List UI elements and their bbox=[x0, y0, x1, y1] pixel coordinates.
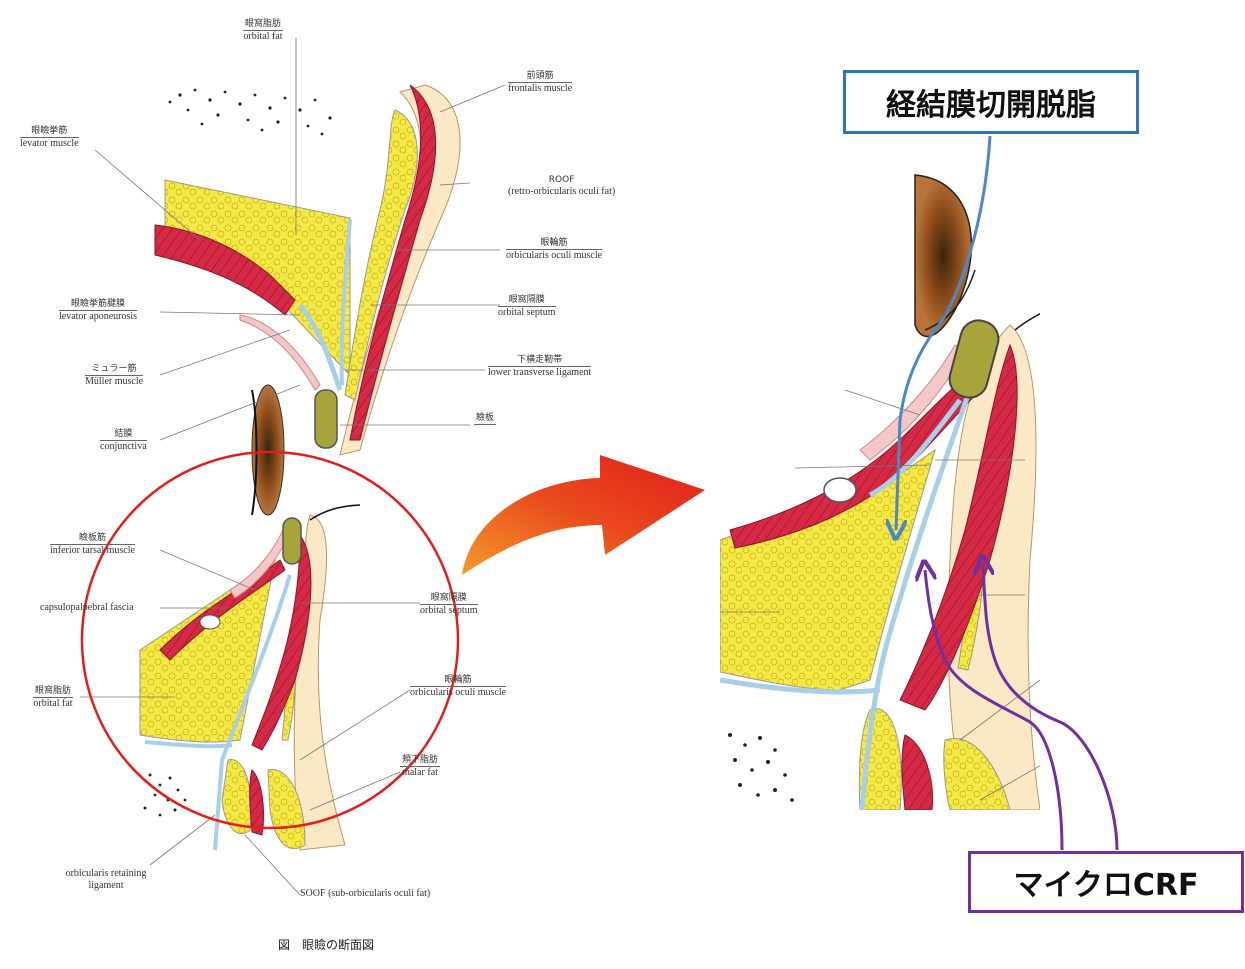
upper-eyelid-section bbox=[94, 38, 506, 516]
enlarged-section bbox=[720, 174, 1040, 810]
label-capsulopalpebral-fascia: capsulopalpebral fascia bbox=[40, 602, 134, 613]
callout-micro-crf: マイクロCRF bbox=[968, 851, 1244, 913]
lower-eyelid-section bbox=[80, 504, 420, 896]
callout-transconjunctival-fat-removal: 経結膜切開脱脂 bbox=[843, 70, 1139, 134]
micro-crf-pointer-2 bbox=[983, 565, 1119, 851]
label-tarsus: 瞼板 bbox=[474, 413, 497, 425]
micro-crf-pointer-1 bbox=[925, 570, 1064, 851]
bone-stipple-bottom bbox=[143, 773, 187, 817]
label-orbicularis-retaining-ligament: orbicularis retaining ligament bbox=[65, 868, 147, 891]
label-roof: ROOF(retro-orbicularis oculi fat) bbox=[508, 175, 616, 197]
transition-arrow bbox=[462, 455, 705, 575]
highlight-circle bbox=[80, 450, 460, 830]
transconjunctival-pointer bbox=[896, 135, 992, 530]
figure-caption: 図 眼瞼の断面図 bbox=[278, 938, 375, 952]
label-soof: SOOF (sub-orbicularis oculi fat) bbox=[300, 888, 431, 899]
bone-stipple-top bbox=[168, 88, 332, 136]
